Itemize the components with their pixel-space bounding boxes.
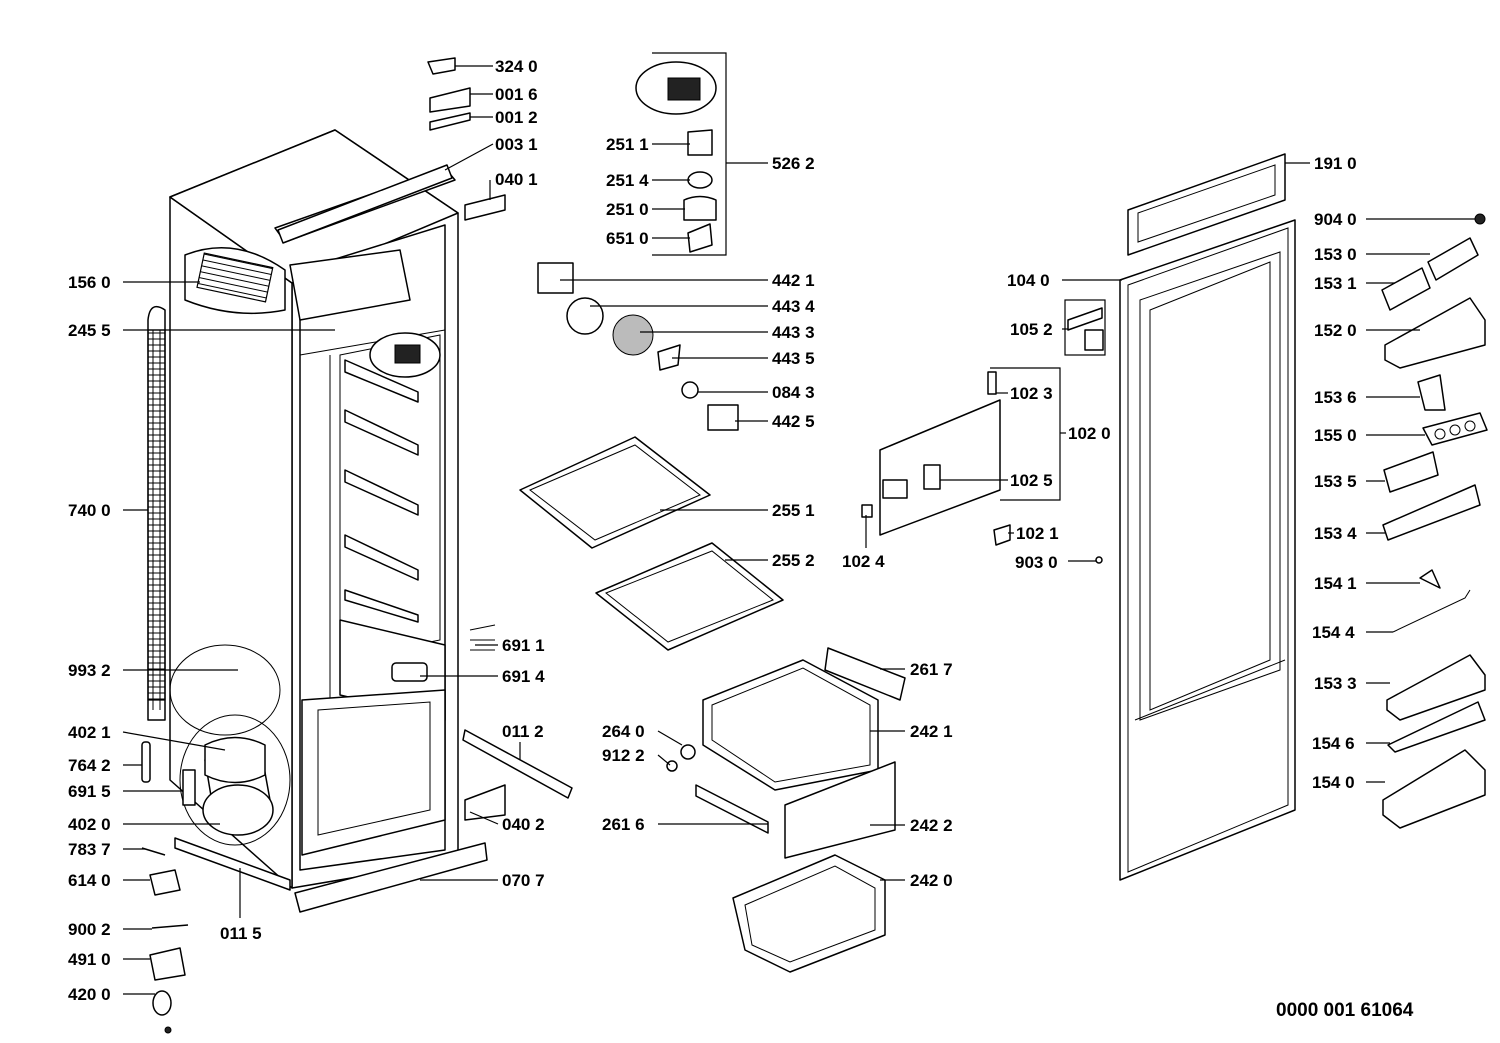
label-242-0: 242 0 — [910, 871, 953, 890]
label-691-5: 691 5 — [68, 782, 111, 801]
label-154-6: 154 6 — [1312, 734, 1355, 753]
label-245-5: 245 5 — [68, 321, 111, 340]
small-parts-left — [141, 741, 189, 1034]
label-040-2: 040 2 — [502, 815, 545, 834]
top-small-parts — [277, 57, 506, 244]
label-251-0: 251 0 — [606, 200, 649, 219]
label-191-0: 191 0 — [1314, 154, 1357, 173]
label-614-0: 614 0 — [68, 871, 111, 890]
document-number: 0000 001 61064 — [1276, 1000, 1414, 1021]
label-102-5: 102 5 — [1010, 471, 1053, 490]
label-764-2: 764 2 — [68, 756, 111, 775]
label-154-4: 154 4 — [1312, 623, 1355, 642]
label-442-1: 442 1 — [772, 271, 815, 290]
label-261-7: 261 7 — [910, 660, 953, 679]
evaporator-cover-156 — [184, 246, 286, 315]
label-442-5: 442 5 — [772, 412, 815, 431]
label-993-2: 993 2 — [68, 661, 111, 680]
label-153-3: 153 3 — [1314, 674, 1357, 693]
label-154-1: 154 1 — [1314, 574, 1357, 593]
label-261-6: 261 6 — [602, 815, 645, 834]
label-443-3: 443 3 — [772, 323, 815, 342]
label-443-5: 443 5 — [772, 349, 815, 368]
label-102-0: 102 0 — [1068, 424, 1111, 443]
label-242-2: 242 2 — [910, 816, 953, 835]
label-001-2: 001 2 — [495, 108, 538, 127]
light-cover-6914 — [391, 662, 428, 682]
label-070-7: 070 7 — [502, 871, 545, 890]
base-trims — [174, 729, 573, 913]
label-102-4: 102 4 — [842, 552, 885, 571]
wiring-6911 — [469, 624, 496, 651]
label-900-2: 900 2 — [68, 920, 111, 939]
light-fan-group — [635, 52, 727, 256]
label-153-0: 153 0 — [1314, 245, 1357, 264]
label-251-4: 251 4 — [606, 171, 649, 190]
label-153-5: 153 5 — [1314, 472, 1357, 491]
condenser-740 — [147, 305, 166, 721]
label-102-3: 102 3 — [1010, 384, 1053, 403]
label-153-6: 153 6 — [1314, 388, 1357, 407]
label-156-0: 156 0 — [68, 273, 111, 292]
label-912-2: 912 2 — [602, 746, 645, 765]
label-255-1: 255 1 — [772, 501, 815, 520]
label-251-1: 251 1 — [606, 135, 649, 154]
label-153-1: 153 1 — [1314, 274, 1357, 293]
label-011-2: 011 2 — [502, 722, 544, 741]
label-155-0: 155 0 — [1314, 426, 1357, 445]
label-324-0: 324 0 — [495, 57, 538, 76]
fan-unit-cabinet — [369, 332, 441, 378]
label-152-0: 152 0 — [1314, 321, 1357, 340]
label-526-2: 526 2 — [772, 154, 815, 173]
label-255-2: 255 2 — [772, 551, 815, 570]
label-491-0: 491 0 — [68, 950, 111, 969]
door-group — [1119, 153, 1486, 881]
label-003-1: 003 1 — [495, 135, 538, 154]
label-903-0: 903 0 — [1015, 553, 1058, 572]
label-904-0: 904 0 — [1314, 210, 1357, 229]
label-104-0: 104 0 — [1007, 271, 1050, 290]
label-402-0: 402 0 — [68, 815, 111, 834]
glass-shelves — [519, 436, 784, 651]
label-443-4: 443 4 — [772, 297, 815, 316]
label-783-7: 783 7 — [68, 840, 111, 859]
label-691-4: 691 4 — [502, 667, 545, 686]
label-691-1: 691 1 — [502, 636, 545, 655]
label-153-4: 153 4 — [1314, 524, 1357, 543]
label-740-0: 740 0 — [68, 501, 111, 520]
door-small-parts — [861, 299, 1106, 564]
label-011-5: 011 5 — [220, 924, 262, 943]
compressor-zone — [169, 644, 291, 846]
shelf-supports — [344, 359, 419, 623]
fan-parts — [537, 262, 739, 431]
leader-lines — [122, 65, 1475, 995]
label-402-1: 402 1 — [68, 723, 111, 742]
label-420-0: 420 0 — [68, 985, 111, 1004]
label-105-2: 105 2 — [1010, 320, 1053, 339]
door-balconies — [1381, 237, 1488, 829]
crisper-drawers — [666, 647, 906, 973]
label-154-0: 154 0 — [1312, 773, 1355, 792]
label-651-0: 651 0 — [606, 229, 649, 248]
label-084-3: 084 3 — [772, 383, 815, 402]
part-labels: 324 0 001 6 001 2 003 1 040 1 156 0 245 … — [68, 57, 1357, 1004]
label-264-0: 264 0 — [602, 722, 645, 741]
label-001-6: 001 6 — [495, 85, 538, 104]
label-102-1: 102 1 — [1016, 524, 1059, 543]
label-242-1: 242 1 — [910, 722, 953, 741]
label-040-1: 040 1 — [495, 170, 538, 189]
